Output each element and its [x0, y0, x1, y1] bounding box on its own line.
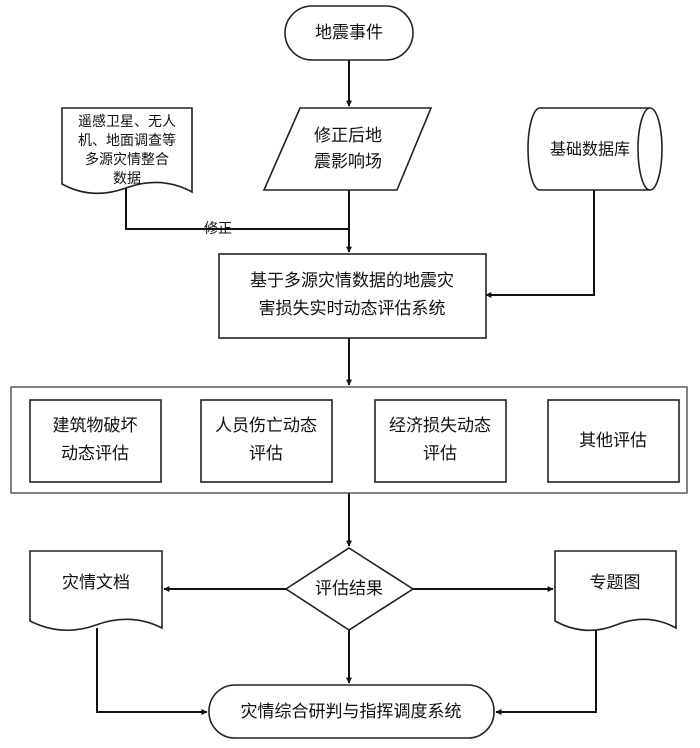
- node-building-line-2: 动态评估: [61, 444, 129, 464]
- node-disaster-document: 灾情文档: [29, 550, 163, 632]
- node-casualty-line-1: 人员伤亡动态: [215, 416, 317, 436]
- node-multisource-line-4: 数据: [113, 171, 141, 187]
- node-earthquake-event: 地震事件: [284, 5, 414, 61]
- node-assessment-result: 评估结果: [284, 547, 415, 631]
- node-multisource-line-2: 机、地面调查等: [78, 132, 176, 149]
- arrow-database-to-system: [485, 190, 595, 298]
- node-multisource-line-1: 遥感卫星、无人: [78, 113, 176, 130]
- node-command-label: 灾情综合研判与指挥调度系统: [241, 702, 462, 722]
- arrow-sources-to-system: [125, 188, 349, 230]
- node-casualty-assessment: 人员伤亡动态 评估: [200, 399, 333, 483]
- arrow-map-to-final: [495, 628, 597, 715]
- node-base-database: 基础数据库: [527, 107, 663, 191]
- node-multisource-data: 遥感卫星、无人 机、地面调查等 多源灾情整合 数据: [61, 107, 193, 195]
- node-casualty-line-2: 评估: [249, 444, 283, 464]
- node-map-label: 专题图: [590, 573, 641, 593]
- edge-label-correction: 修正: [204, 221, 232, 237]
- node-economic-line-1: 经济损失动态: [389, 416, 491, 436]
- node-system-line-1: 基于多源灾情数据的地震灾: [250, 271, 454, 291]
- node-corrected-line-1: 修正后地: [314, 126, 382, 146]
- node-economic-line-2: 评估: [423, 444, 457, 464]
- node-corrected-field: 修正后地 震影响场: [262, 107, 433, 191]
- node-multisource-line-3: 多源灾情整合: [85, 151, 169, 168]
- node-system-line-2: 害损失实时动态评估系统: [259, 299, 446, 319]
- node-assessment-system: 基于多源灾情数据的地震灾 害损失实时动态评估系统: [218, 253, 487, 339]
- node-other-label: 其他评估: [579, 431, 647, 451]
- node-economic-loss: 经济损失动态 评估: [374, 399, 507, 483]
- node-building-line-1: 建筑物破坏: [53, 416, 138, 436]
- node-base-database-label: 基础数据库: [550, 140, 630, 159]
- node-command-system: 灾情综合研判与指挥调度系统: [208, 684, 495, 739]
- arrow-doc-to-final: [96, 628, 208, 715]
- node-document-label: 灾情文档: [62, 573, 130, 593]
- node-earthquake-event-label: 地震事件: [315, 23, 383, 43]
- node-thematic-map: 专题图: [554, 550, 677, 632]
- node-building-damage: 建筑物破坏 动态评估: [29, 399, 162, 483]
- node-other-assessment: 其他评估: [547, 399, 680, 483]
- connectors: [96, 60, 597, 715]
- node-corrected-line-2: 震影响场: [314, 152, 382, 172]
- node-result-label: 评估结果: [315, 579, 383, 599]
